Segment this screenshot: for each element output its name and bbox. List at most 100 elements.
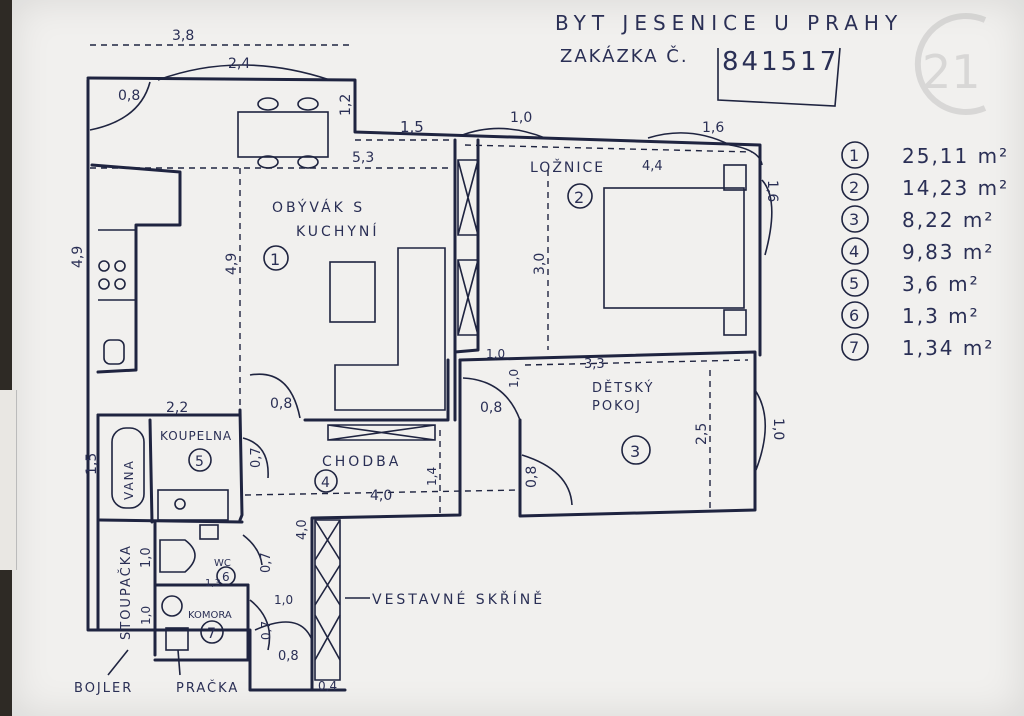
room7-no: 7 bbox=[207, 626, 216, 642]
dim-1-5: 1,5 bbox=[400, 118, 424, 136]
walls bbox=[86, 76, 762, 692]
stoupacka-label: STOUPAČKA bbox=[118, 544, 134, 640]
dim-5-3: 5,3 bbox=[352, 150, 374, 166]
area-legend: 1 25,11 m² 2 14,23 m² 3 8,22 m² 4 9,83 m² 5 3,6 m… bbox=[841, 141, 1009, 361]
doors-windows bbox=[89, 64, 773, 651]
room6-name: WC bbox=[214, 558, 231, 569]
legend-area-7: 1,34 m² bbox=[902, 336, 994, 360]
legend-no-2: 2 bbox=[849, 178, 859, 197]
dim-1-4: 1,4 bbox=[425, 467, 439, 486]
legend-marker-2 bbox=[841, 173, 869, 201]
dim-0-7c: 0,7 bbox=[259, 621, 273, 640]
dim-4-9a: 4,9 bbox=[70, 246, 86, 268]
room2-marker bbox=[567, 183, 593, 209]
dim-3-8: 3,8 bbox=[172, 28, 194, 44]
room2-no: 2 bbox=[574, 188, 584, 207]
dim-0-8d: 0,8 bbox=[524, 466, 540, 488]
dim-3-3: 3,3 bbox=[584, 357, 605, 372]
dim-1-0a: 1,0 bbox=[510, 110, 532, 126]
dim-4-9b: 4,9 bbox=[224, 253, 240, 275]
dim-1-0f: 1,0 bbox=[274, 593, 293, 607]
room1-name: OBÝVÁK S bbox=[272, 199, 365, 216]
legend-area-5: 3,6 m² bbox=[902, 272, 980, 296]
legend-no-6: 6 bbox=[849, 306, 859, 325]
room6-marker bbox=[216, 566, 236, 586]
dim-1-0b: 1,0 bbox=[486, 347, 505, 361]
room6-no: 6 bbox=[222, 570, 230, 584]
header-line1: BYT JESENICE U PRAHY bbox=[555, 11, 903, 35]
room1-no: 1 bbox=[270, 250, 280, 269]
order-number-box bbox=[717, 47, 841, 107]
room3-no: 3 bbox=[630, 442, 640, 461]
century21-logo: 21 bbox=[914, 13, 987, 115]
dim-0-7a: 0,7 bbox=[249, 447, 264, 468]
room7-name: KOMORA bbox=[188, 610, 232, 621]
dim-1-6a: 1,6 bbox=[702, 120, 724, 136]
room3-marker bbox=[621, 435, 651, 465]
room1-name-2: KUCHYNÍ bbox=[296, 223, 380, 240]
dim-4-0: 4,0 bbox=[370, 488, 392, 504]
coffee-table bbox=[329, 261, 376, 323]
bojler-label: BOJLER bbox=[74, 681, 133, 696]
dimension-lines bbox=[87, 44, 753, 676]
dim-0-8a: 0,8 bbox=[118, 88, 140, 104]
dim-0-4: 0,4 bbox=[318, 679, 337, 693]
dim-4-4: 4,4 bbox=[642, 159, 663, 174]
dim-0-8e: 0,8 bbox=[278, 649, 299, 664]
pracka-label: PRAČKA bbox=[176, 680, 239, 696]
legend-no-4: 4 bbox=[849, 242, 859, 261]
legend-no-1: 1 bbox=[849, 146, 859, 165]
legend-area-3: 8,22 m² bbox=[902, 208, 994, 232]
room5-name: KOUPELNA bbox=[160, 429, 232, 443]
dim-0-8c: 0,8 bbox=[480, 400, 502, 416]
room-labels: OBÝVÁK S KUCHYNÍ 1 LOŽNICE 2 DĚTSKÝ POKO… bbox=[74, 158, 654, 696]
order-number: 841517 bbox=[722, 47, 839, 77]
legend-no-5: 5 bbox=[849, 274, 859, 293]
dim-1-0e: 1,0 bbox=[139, 547, 154, 568]
dim-1-0g: 1,0 bbox=[139, 606, 153, 625]
dimension-texts: 3,8 2,4 0,8 1,2 1,5 1,0 1,6 5,3 4,4 1,6 … bbox=[70, 28, 786, 693]
dim-1-0d: 1,0 bbox=[770, 418, 786, 440]
toilet bbox=[159, 539, 196, 573]
bed bbox=[603, 187, 745, 309]
room4-name: CHODBA bbox=[322, 454, 401, 470]
room4-marker bbox=[314, 469, 338, 493]
legend-marker-1 bbox=[841, 141, 869, 169]
room4-no: 4 bbox=[321, 475, 330, 491]
dim-2-2: 2,2 bbox=[166, 400, 188, 416]
legend-area-6: 1,3 m² bbox=[902, 304, 980, 328]
legend-area-4: 9,83 m² bbox=[902, 240, 994, 264]
legend-marker-3 bbox=[841, 205, 869, 233]
underlying-page bbox=[0, 390, 17, 570]
room5-no: 5 bbox=[195, 454, 204, 470]
room2-name: LOŽNICE bbox=[530, 158, 605, 176]
dim-1-6b: 1,6 bbox=[764, 180, 780, 202]
furniture bbox=[98, 97, 747, 651]
dining-table bbox=[237, 111, 329, 158]
room1-marker bbox=[263, 245, 289, 271]
vestavne-label: VESTAVNÉ SKŘÍNĚ bbox=[372, 591, 545, 608]
dim-0-8b: 0,8 bbox=[270, 396, 292, 412]
legend-marker-4 bbox=[841, 237, 869, 265]
bathtub bbox=[111, 427, 145, 509]
legend-no-3: 3 bbox=[849, 210, 859, 229]
room3-name-2: POKOJ bbox=[592, 399, 642, 414]
legend-marker-6 bbox=[841, 301, 869, 329]
dim-4-0b: 4,0 bbox=[295, 519, 310, 540]
dim-0-7b: 0,7 bbox=[259, 552, 274, 573]
legend-marker-5 bbox=[841, 269, 869, 297]
washing-machine bbox=[165, 627, 189, 651]
vana-label: VANA bbox=[122, 459, 136, 500]
dim-1-0c: 1,0 bbox=[507, 369, 521, 388]
logo-text: 21 bbox=[922, 45, 981, 99]
dim-1-2: 1,2 bbox=[338, 94, 354, 116]
legend-marker-7 bbox=[841, 333, 869, 361]
dim-2-4: 2,4 bbox=[228, 56, 250, 72]
legend-area-1: 25,11 m² bbox=[902, 144, 1009, 168]
boiler bbox=[161, 595, 183, 617]
dim-2-5: 2,5 bbox=[694, 423, 710, 445]
dim-1-5b: 1,5 bbox=[84, 453, 100, 475]
room3-name: DĚTSKÝ bbox=[592, 380, 654, 396]
legend-area-2: 14,23 m² bbox=[902, 176, 1009, 200]
